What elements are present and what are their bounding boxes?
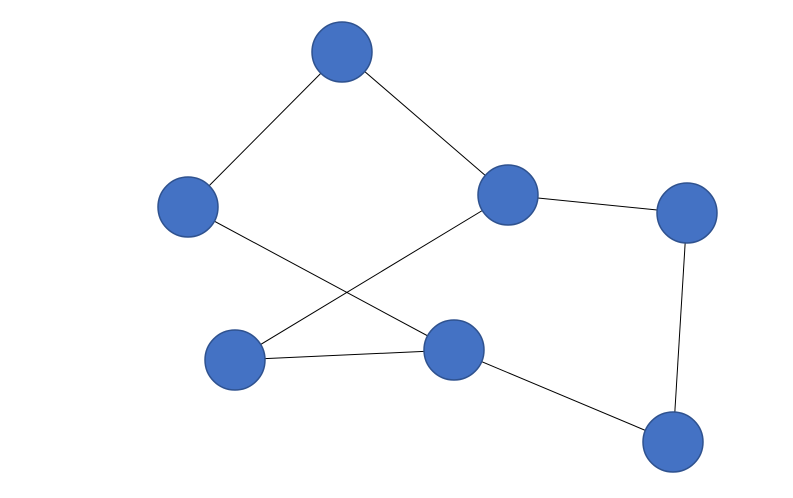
edge-left-middle <box>187 206 455 351</box>
node-center <box>477 164 539 226</box>
edge-center-bottom-left <box>234 194 509 361</box>
node-bottom-left <box>204 329 266 391</box>
node-middle <box>423 319 485 381</box>
node-left <box>157 176 219 238</box>
graph-edges <box>187 51 688 443</box>
edge-middle-bottom-right <box>453 349 674 443</box>
node-top <box>311 21 373 83</box>
edge-right-bottom-right <box>672 212 688 443</box>
graph-nodes <box>157 21 718 473</box>
node-bottom-right <box>642 411 704 473</box>
edge-bottom-left-middle <box>234 349 455 361</box>
edge-top-center <box>341 51 509 196</box>
node-right <box>656 182 718 244</box>
edge-top-left <box>187 51 343 208</box>
